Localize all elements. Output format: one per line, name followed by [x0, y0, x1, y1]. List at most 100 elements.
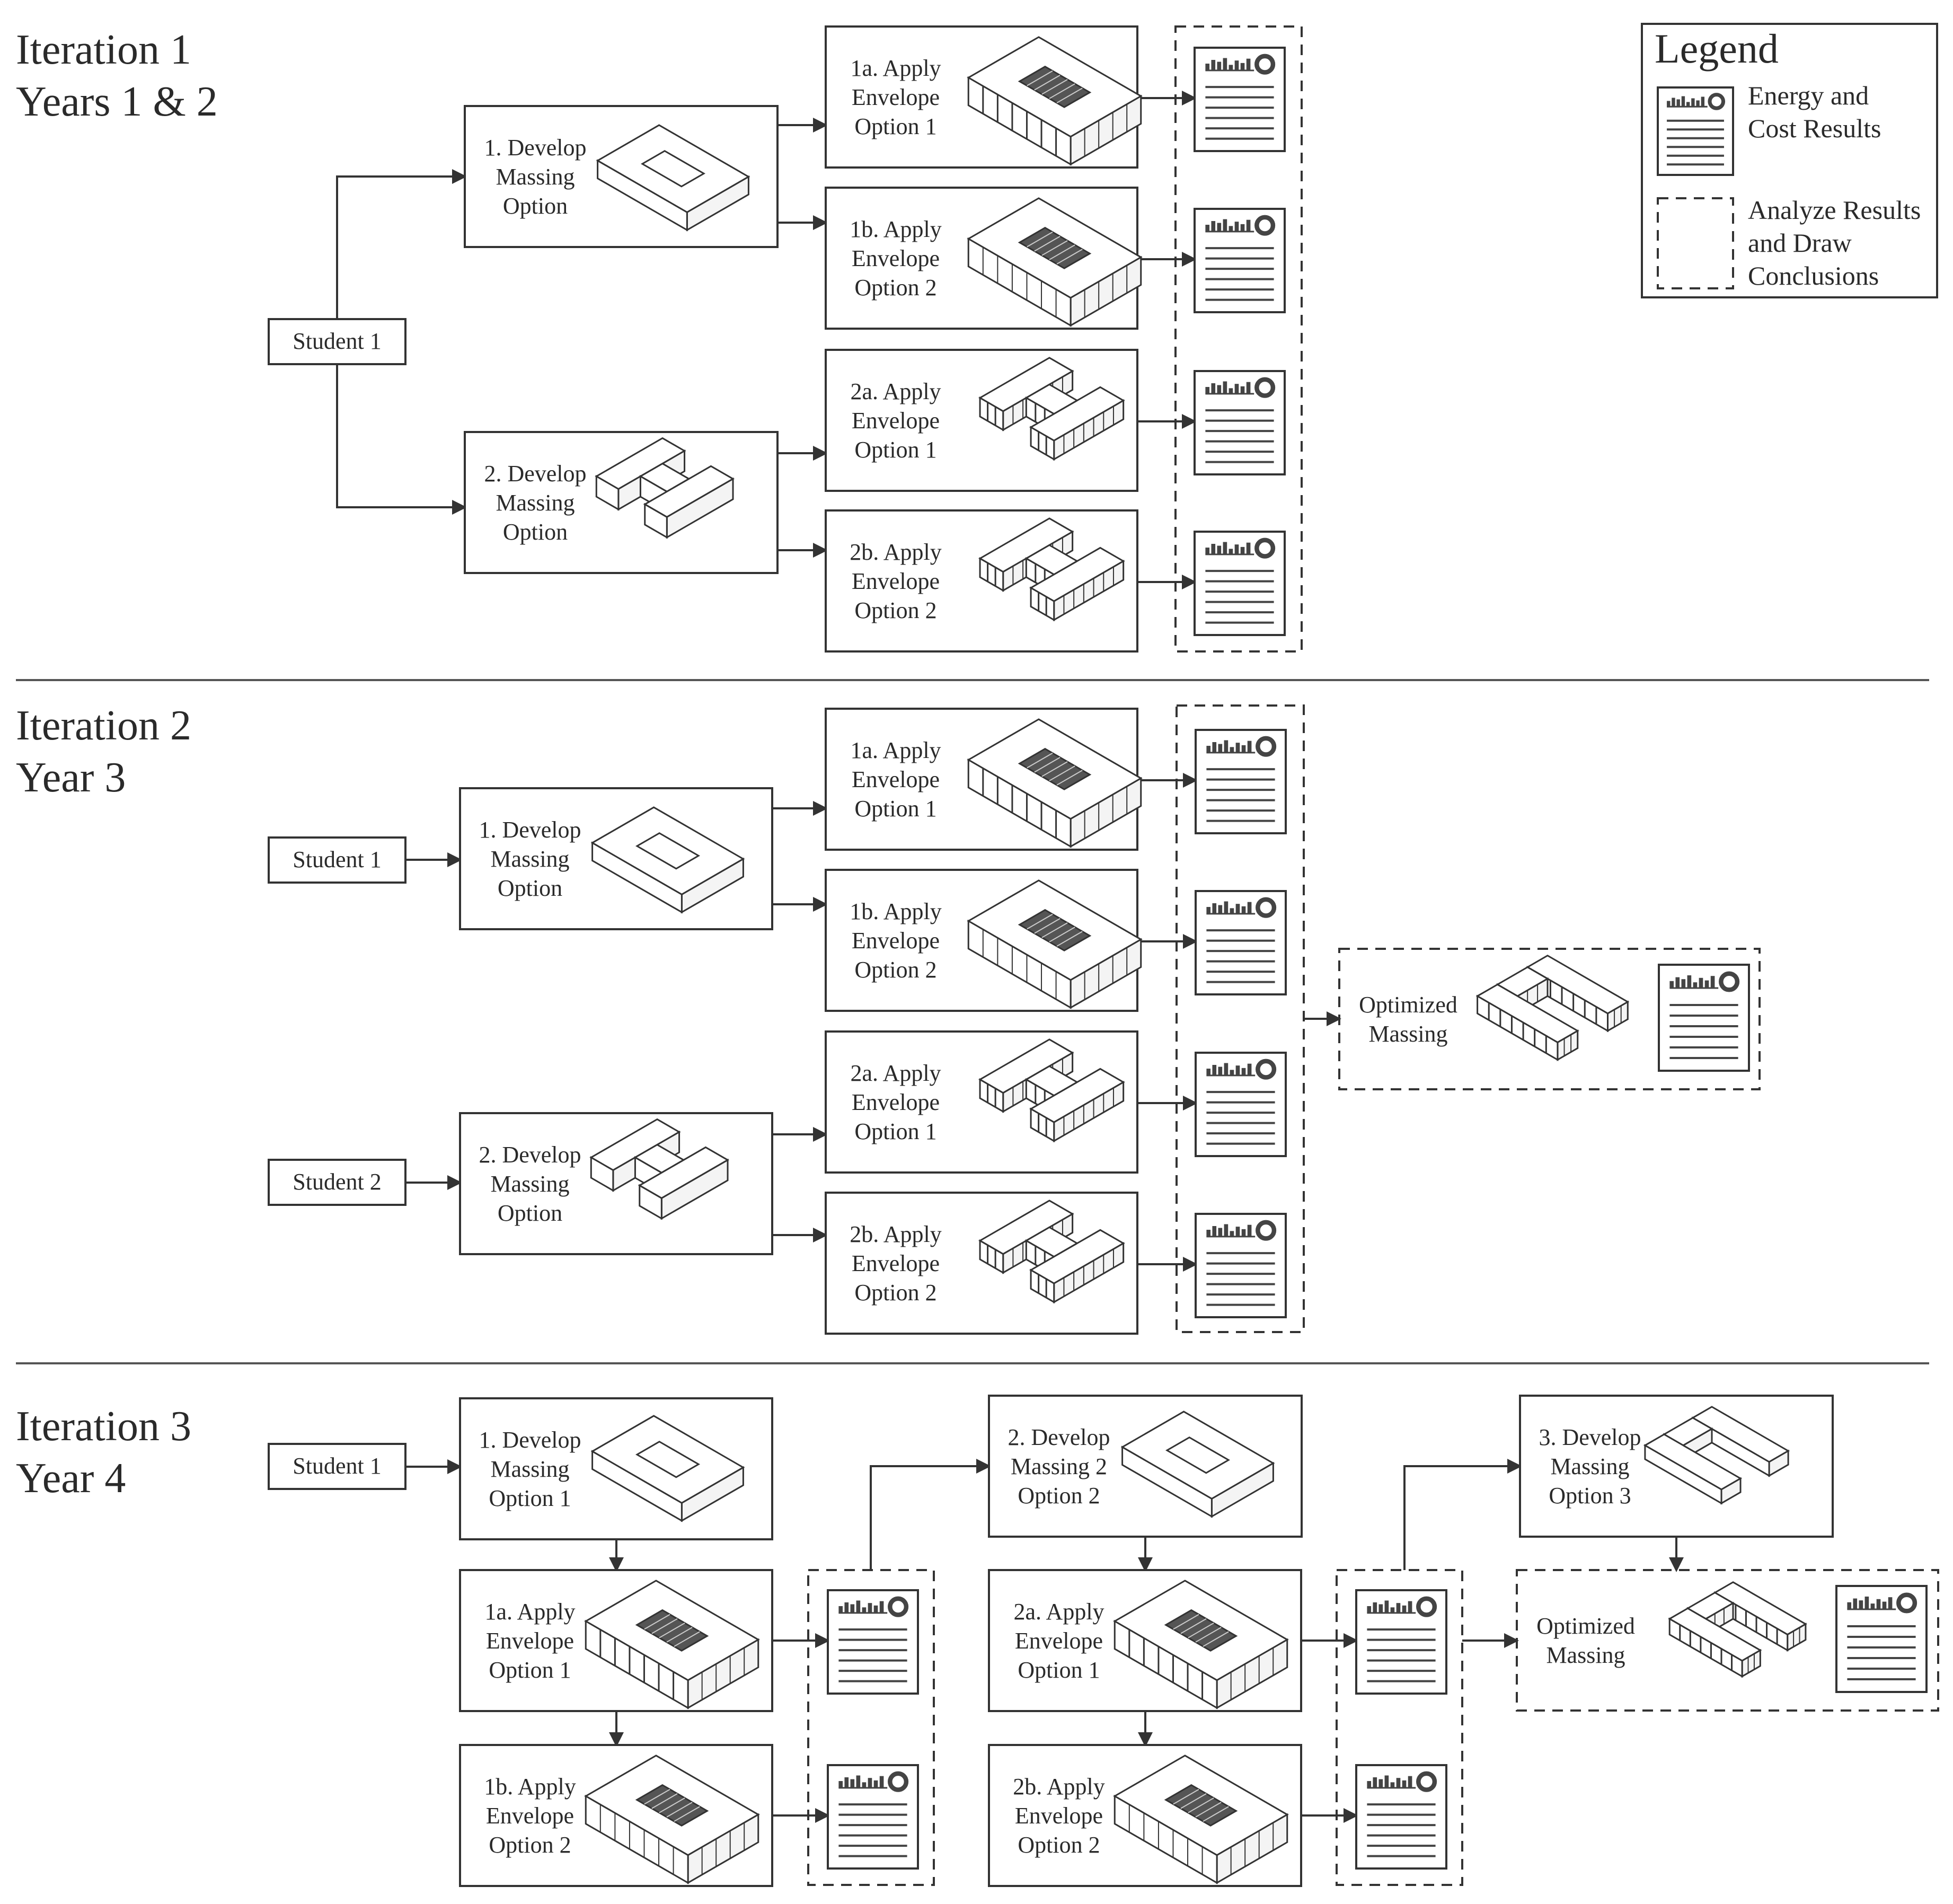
bar-glyph	[1408, 1776, 1412, 1788]
node-label: Envelope	[852, 1250, 940, 1276]
courtyard-grid-line	[651, 1618, 678, 1634]
node-label: Option 1	[489, 1485, 571, 1511]
bar-glyph	[1223, 219, 1227, 232]
u-shaped-massing-icon	[1475, 955, 1630, 1061]
courtyard-grid-line	[1041, 761, 1068, 777]
node-label: Massing	[490, 846, 569, 872]
optimized-label: Optimized	[1536, 1613, 1635, 1639]
bar-glyph	[1212, 742, 1217, 753]
energy-cost-results-icon	[1194, 370, 1286, 475]
courtyard-envelope-icon	[967, 36, 1143, 166]
node-label: Option 1	[1018, 1657, 1100, 1683]
student-frame	[268, 318, 406, 365]
bar-glyph	[1241, 906, 1246, 914]
courtyard-grid-line	[1041, 922, 1068, 938]
bar-glyph	[1205, 64, 1210, 70]
node-label: 1a. Apply	[850, 737, 941, 763]
node-label: Massing	[490, 1456, 569, 1482]
node-label: Option 3	[1549, 1483, 1631, 1509]
courtyard-grid-line	[1041, 79, 1068, 95]
bar-glyph	[1241, 745, 1246, 753]
donut-glyph	[1719, 971, 1740, 992]
courtyard-grid-line	[1049, 83, 1075, 99]
donut-glyph	[1256, 736, 1277, 757]
donut-glyph	[1254, 215, 1276, 236]
student-frame	[268, 1159, 406, 1206]
courtyard-opening	[1165, 1436, 1231, 1474]
node-label: Massing 2	[1011, 1453, 1107, 1479]
bar-glyph	[1205, 225, 1210, 232]
student-node: Student 1	[268, 836, 406, 884]
courtyard-grid-line	[666, 1627, 693, 1643]
report-sheet	[1195, 1213, 1287, 1318]
bar-glyph	[1217, 61, 1222, 70]
node-label: 2b. Apply	[1013, 1774, 1105, 1800]
bar-glyph	[1229, 549, 1233, 554]
h-shaped-massing-icon	[978, 1038, 1125, 1143]
node-label: Option	[498, 875, 562, 901]
bar-glyph	[1212, 1065, 1217, 1076]
courtyard-grid-line	[666, 1802, 693, 1818]
bar-glyph	[1888, 1597, 1893, 1609]
bar-glyph	[1390, 1782, 1395, 1788]
optimized-label: Massing	[1546, 1642, 1625, 1668]
report-sheet	[1195, 729, 1287, 834]
iteration-title: Year 3	[16, 754, 126, 801]
bar-glyph	[1701, 96, 1705, 107]
courtyard-grid-line	[1027, 231, 1053, 248]
node-label: 2a. Apply	[850, 378, 941, 404]
donut-glyph	[1254, 377, 1276, 398]
iteration-title: Iteration 2	[16, 702, 191, 749]
courtyard-grid-line	[1180, 1618, 1207, 1634]
courtyard-grid-line	[1180, 1793, 1207, 1809]
node-label: 3. Develop	[1539, 1424, 1641, 1450]
node-label: Option 2	[1018, 1832, 1100, 1858]
mass-front	[595, 475, 620, 511]
bar-glyph	[1234, 384, 1239, 394]
bar-glyph	[1247, 1224, 1252, 1237]
bar-glyph	[1235, 1227, 1240, 1237]
node-label: Massing	[490, 1171, 569, 1197]
bar-glyph	[1234, 60, 1239, 70]
rectangular-courtyard-massing-icon	[590, 1415, 745, 1522]
node-label: Envelope	[852, 245, 940, 271]
bar-glyph	[1240, 63, 1245, 70]
bar-glyph	[1882, 1601, 1887, 1609]
mass-front	[585, 1619, 689, 1709]
node-label: 2. Develop	[484, 461, 586, 487]
node-label: Option 1	[854, 437, 936, 463]
bar-glyph	[1853, 1598, 1858, 1609]
bar-glyph	[1390, 1607, 1395, 1613]
mass-front	[979, 1078, 1004, 1113]
courtyard-grid-line	[1195, 1627, 1222, 1643]
donut-glyph	[888, 1596, 909, 1617]
courtyard-grid-line	[1056, 770, 1083, 786]
courtyard-grid-line	[1034, 918, 1061, 934]
iteration-title: Year 4	[16, 1455, 126, 1502]
u-shaped-massing-icon	[1668, 1581, 1807, 1678]
h-shaped-massing-icon	[589, 1118, 730, 1220]
donut-glyph	[1416, 1596, 1437, 1617]
mass-front	[967, 76, 1072, 166]
donut-glyph	[1256, 1059, 1277, 1080]
bar-glyph	[1859, 1600, 1863, 1609]
energy-cost-results-icon	[1194, 208, 1286, 313]
student-frame	[268, 1443, 406, 1490]
node-label: Massing	[496, 164, 575, 190]
bar-glyph	[1206, 1230, 1211, 1237]
bar-glyph	[856, 1600, 861, 1613]
mass-front	[597, 159, 688, 232]
bar-glyph	[1681, 96, 1685, 107]
bar-glyph	[1206, 1069, 1211, 1076]
bar-glyph	[862, 1607, 867, 1613]
